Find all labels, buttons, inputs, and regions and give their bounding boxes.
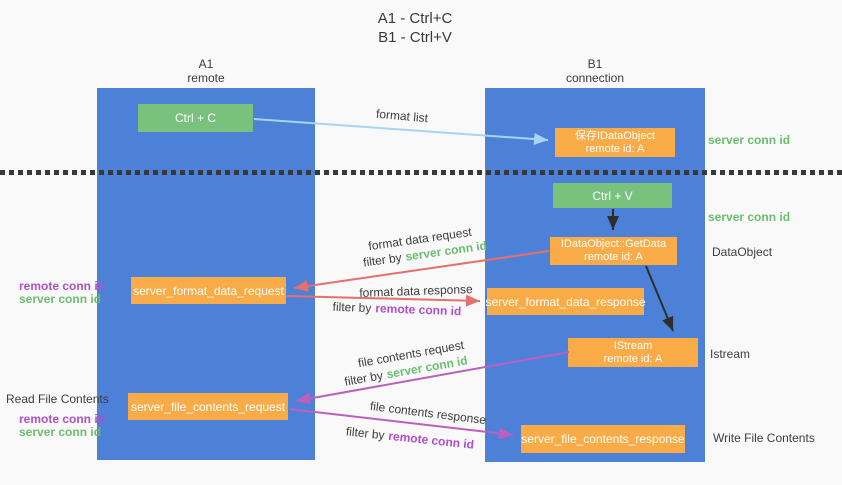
node-save-idataobject: 保存IDataObject remote id: A: [555, 128, 675, 157]
node-server-file-contents-request: server_file_contents_request: [128, 393, 288, 420]
lane-header-b1: B1 connection: [525, 57, 665, 85]
label-format-list: format list: [375, 106, 429, 126]
label-dataobject: DataObject: [712, 245, 773, 259]
label-remote-conn-id-left-1: remote conn id: [19, 279, 106, 293]
label-server-conn-id-right-1: server conn id: [708, 133, 791, 147]
label-format-data-response: format data response: [359, 282, 473, 300]
node-server-format-data-response: server_format_data_response: [485, 288, 646, 315]
filter-by-text: filter by: [343, 368, 384, 389]
lane-b1-name: B1: [587, 57, 603, 71]
node-server-file-contents-request-label: server_file_contents_request: [130, 399, 286, 414]
node-getdata-line2: remote id: A: [584, 251, 643, 263]
label-read-file-contents: Read File Contents: [6, 392, 109, 406]
remote-conn-id-key: remote conn id: [375, 301, 462, 319]
node-server-format-data-response-label: server_format_data_response: [485, 294, 646, 309]
lane-b1-role: connection: [565, 71, 625, 85]
node-server-format-data-request: server_format_data_request: [131, 277, 286, 304]
node-ctrl-c-label: Ctrl + C: [174, 111, 216, 125]
node-save-idataobject-line1: 保存IDataObject: [574, 129, 656, 142]
node-server-format-data-request-label: server_format_data_request: [133, 283, 284, 298]
node-istream-line2: remote id: A: [603, 352, 663, 365]
node-server-file-contents-response: server_file_contents_response: [521, 425, 685, 453]
lane-a1-role: remote: [187, 71, 225, 85]
node-getdata-line1: IDataObject::GetData: [560, 238, 667, 250]
node-istream: IStream remote id: A: [568, 338, 698, 367]
label-server-conn-id-left-2: server conn id: [19, 425, 102, 439]
node-ctrl-c: Ctrl + C: [138, 104, 253, 132]
lane-header-a1: A1 remote: [136, 57, 276, 85]
filter-by-text: filter by: [332, 299, 372, 316]
node-save-idataobject-line2: remote id: A: [585, 142, 645, 155]
dotted-separator-line: [0, 170, 842, 175]
node-server-file-contents-response-label: server_file_contents_response: [521, 432, 685, 446]
label-server-conn-id-right-2: server conn id: [708, 210, 791, 224]
label-write-file-contents: Write File Contents: [713, 431, 815, 445]
node-ctrl-v-label: Ctrl + V: [592, 188, 633, 203]
label-istream: Istream: [710, 347, 751, 361]
label-remote-conn-id-left-2: remote conn id: [19, 412, 106, 426]
lane-a1-name: A1: [198, 57, 214, 71]
filter-by-text: filter by: [362, 250, 403, 270]
remote-conn-id-key: remote conn id: [387, 428, 475, 452]
title-line-2: B1 - Ctrl+V: [378, 29, 452, 46]
label-file-contents-response: file contents response: [369, 398, 487, 428]
node-ctrl-v: Ctrl + V: [553, 183, 672, 208]
diagram-title: A1 - Ctrl+C B1 - Ctrl+V: [330, 9, 500, 47]
label-server-conn-id-left-1: server conn id: [19, 292, 102, 306]
filter-by-text: filter by: [345, 424, 386, 443]
title-line-1: A1 - Ctrl+C: [377, 10, 453, 27]
node-istream-line1: IStream: [613, 339, 653, 352]
node-idataobject-getdata: IDataObject::GetData remote id: A: [550, 237, 677, 265]
